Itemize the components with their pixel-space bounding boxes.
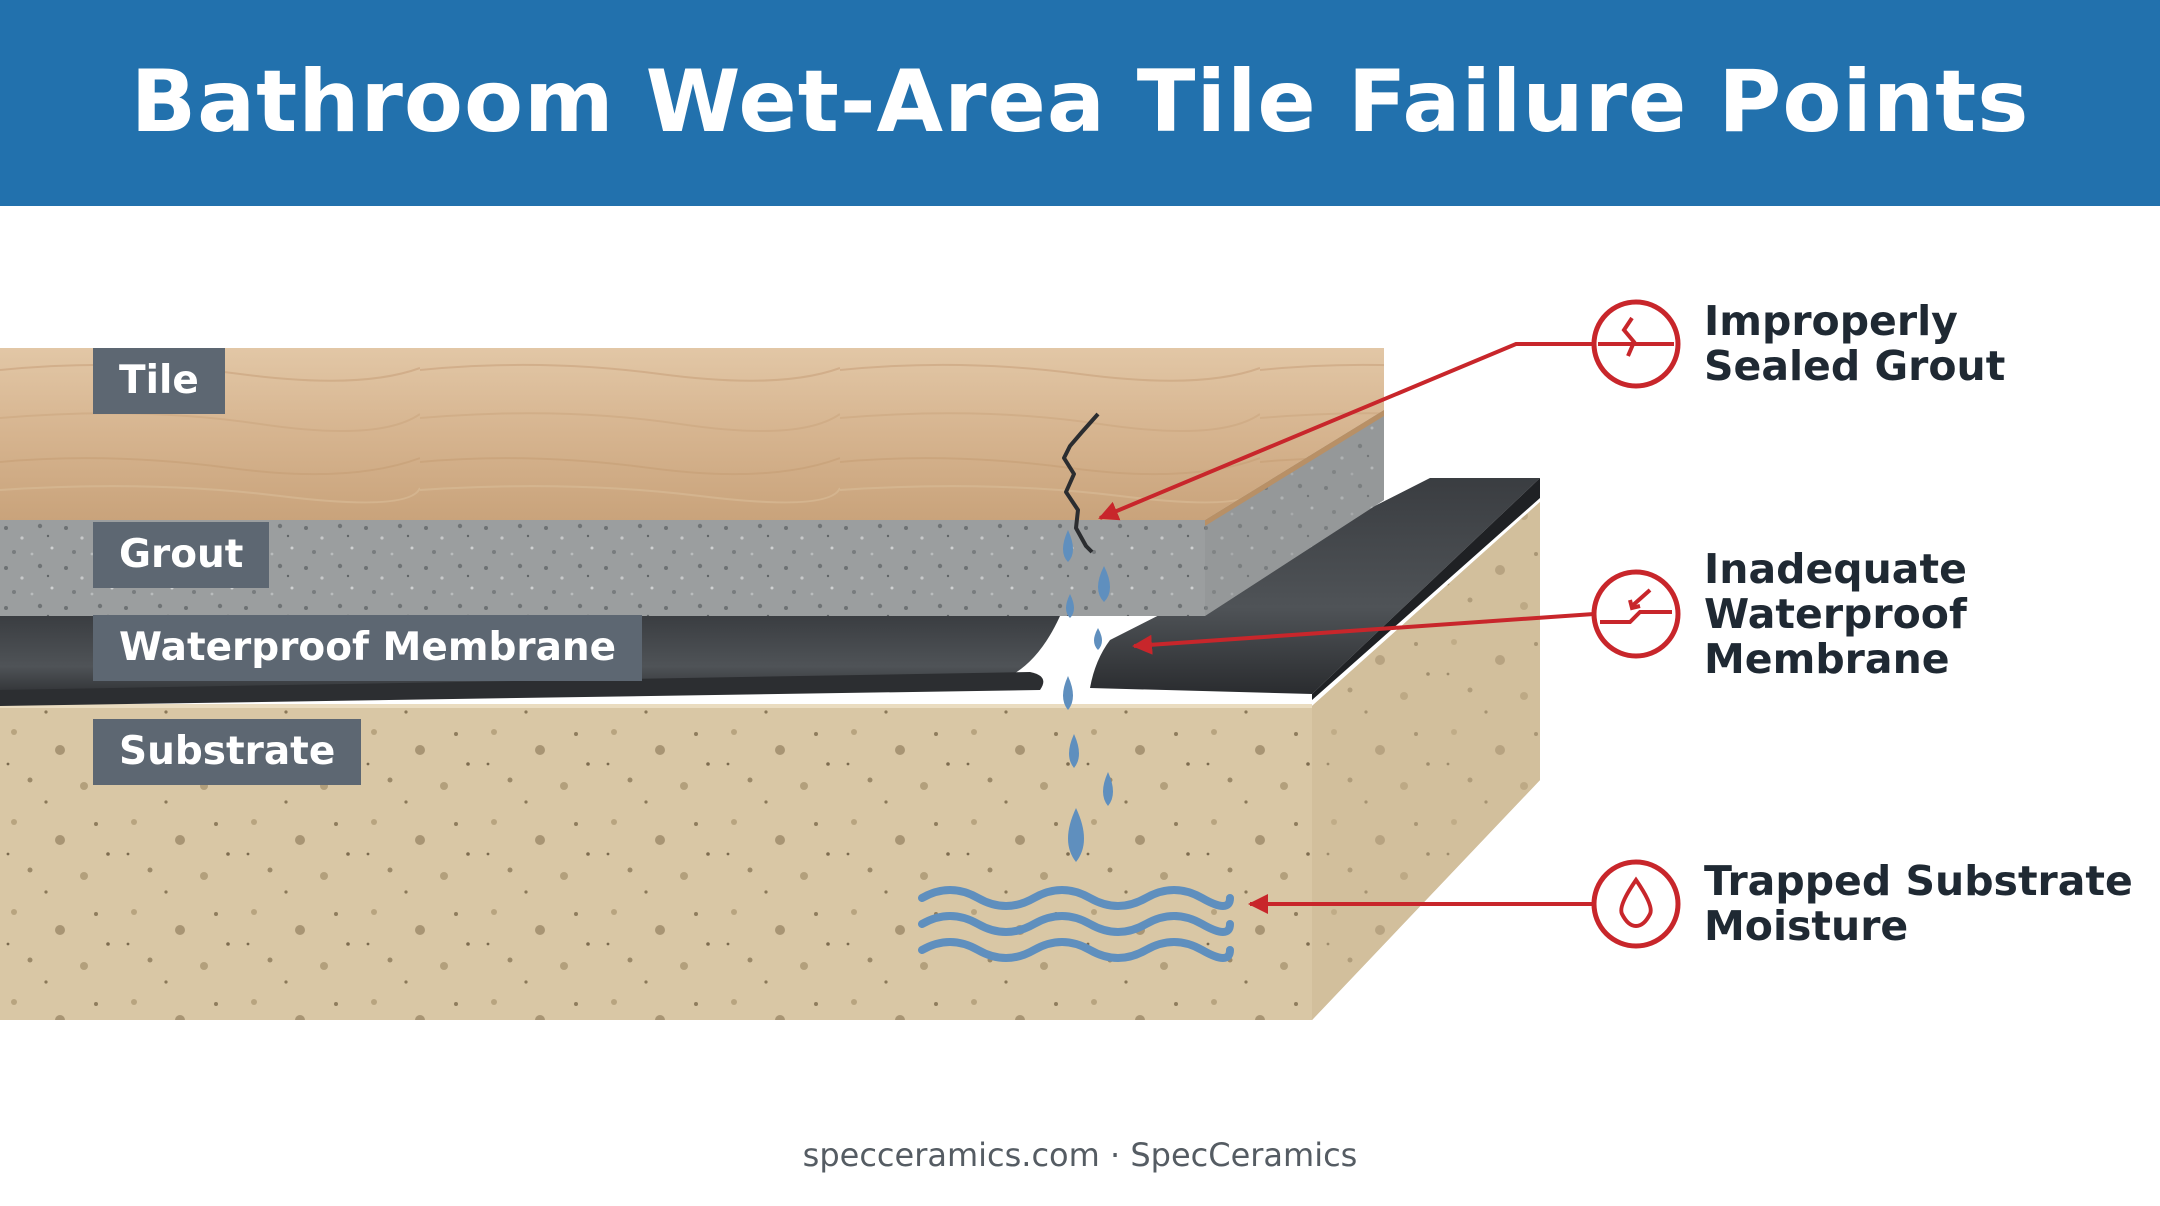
callout-grout-line1: Improperly bbox=[1704, 297, 1958, 345]
callout-grout-line2: Sealed Grout bbox=[1704, 342, 2006, 390]
callout-leader-lines bbox=[1098, 342, 1595, 914]
tile-label: Tile bbox=[93, 348, 225, 414]
tile-layer-diagram bbox=[0, 299, 1681, 1020]
grout-crack bbox=[1062, 412, 1100, 554]
title-banner: Bathroom Wet-Area Tile Failure Points bbox=[0, 0, 2160, 206]
cracked-grout-icon bbox=[1591, 299, 1681, 389]
callout-grout: Improperly Sealed Grout bbox=[1704, 299, 2005, 389]
callout-membrane-line3: Membrane bbox=[1704, 635, 1950, 683]
callout-substrate-line2: Moisture bbox=[1704, 902, 1909, 950]
moisture-waves bbox=[918, 886, 1234, 962]
callout-substrate-line1: Trapped Substrate bbox=[1704, 857, 2133, 905]
tile-layer bbox=[0, 348, 1384, 526]
substrate-label: Substrate bbox=[93, 719, 362, 785]
callout-substrate: Trapped Substrate Moisture bbox=[1704, 859, 2133, 949]
leader-grout bbox=[1098, 342, 1594, 521]
water-drop-icon bbox=[1591, 859, 1681, 949]
callout-membrane-line2: Waterproof bbox=[1704, 590, 1967, 638]
grout-label: Grout bbox=[93, 522, 270, 588]
page-title: Bathroom Wet-Area Tile Failure Points bbox=[130, 52, 2030, 152]
leader-membrane bbox=[1132, 612, 1595, 655]
torn-membrane-icon bbox=[1591, 569, 1681, 659]
footer-credit: specceramics.com · SpecCeramics bbox=[802, 1136, 1358, 1174]
callout-membrane: Inadequate Waterproof Membrane bbox=[1704, 547, 1967, 682]
membrane-label: Waterproof Membrane bbox=[93, 615, 643, 681]
water-drops bbox=[1063, 530, 1113, 862]
callout-membrane-line1: Inadequate bbox=[1704, 545, 1967, 593]
